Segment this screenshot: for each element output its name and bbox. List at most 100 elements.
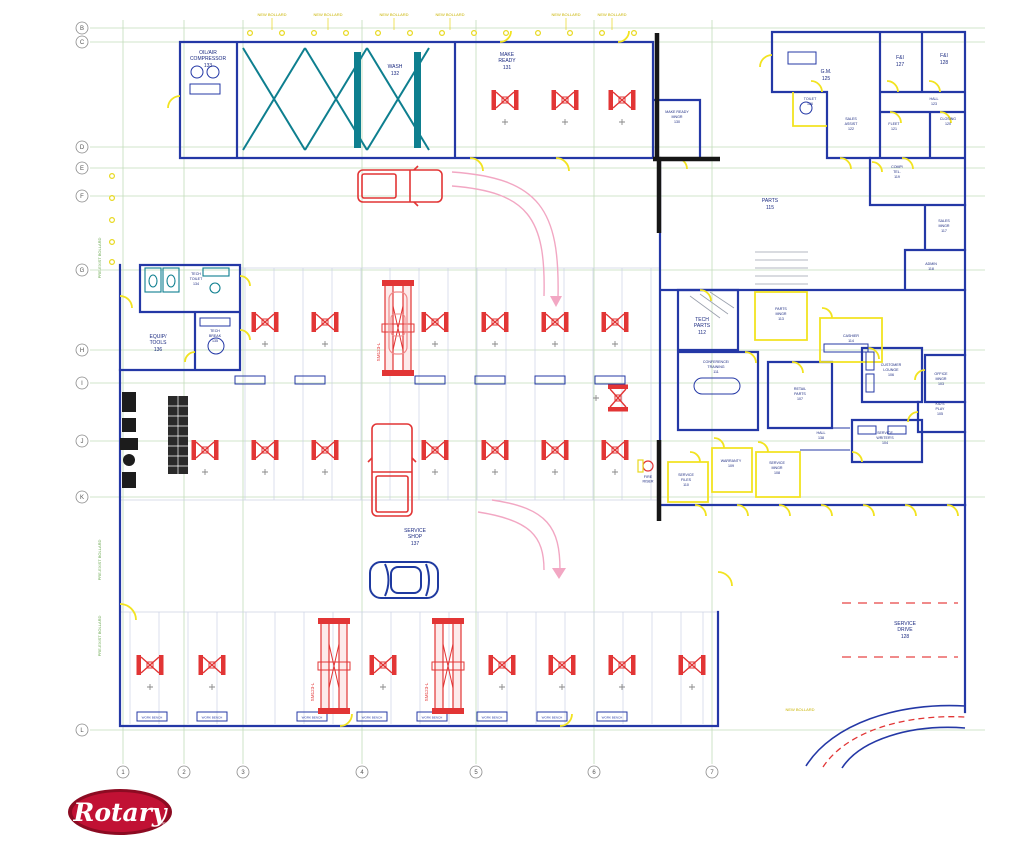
svg-text:NEW BOLLARD: NEW BOLLARD [257, 12, 286, 17]
four-post-lift [381, 279, 415, 377]
fixtures [120, 51, 907, 488]
room-label-gm: G.M.125 [821, 69, 832, 82]
svg-text:FIRE: FIRE [644, 475, 653, 479]
svg-text:TOILET: TOILET [190, 277, 203, 281]
svg-text:119: 119 [894, 175, 900, 179]
svg-text:NEW BOLLARD: NEW BOLLARD [785, 707, 814, 712]
svg-text:TEL.: TEL. [893, 170, 901, 174]
svg-text:TOILET: TOILET [804, 97, 817, 101]
svg-text:131: 131 [503, 65, 512, 71]
svg-text:115: 115 [766, 205, 774, 211]
svg-text:RISER: RISER [643, 480, 654, 484]
svg-text:105: 105 [937, 412, 943, 416]
service-drive-markings [805, 602, 966, 769]
svg-text:G: G [80, 268, 85, 274]
svg-text:PRE-EXIST BOLLARD: PRE-EXIST BOLLARD [97, 539, 102, 580]
four-post-lift [317, 617, 351, 715]
workbench-label: WORK BENCH [422, 716, 443, 720]
svg-text:SERVICE: SERVICE [678, 473, 694, 477]
svg-text:125: 125 [822, 76, 831, 82]
two-post-lift [420, 311, 450, 348]
workbenches: WORK BENCH WORK BENCH WORK BENCH WORK BE… [136, 375, 628, 722]
annotations: NEW BOLLARD NEW BOLLARD NEW BOLLARD NEW … [97, 12, 815, 712]
svg-text:114: 114 [848, 339, 854, 343]
svg-text:138: 138 [818, 436, 824, 440]
svg-text:PARTS: PARTS [762, 198, 779, 204]
two-post-lift [420, 439, 450, 476]
workbench-label: WORK BENCH [482, 716, 503, 720]
svg-text:MNGR: MNGR [776, 312, 787, 316]
svg-text:READY: READY [498, 58, 516, 64]
svg-text:B: B [80, 26, 84, 32]
svg-text:COMP/: COMP/ [891, 165, 903, 169]
svg-text:OFFICE: OFFICE [934, 372, 948, 376]
svg-text:6: 6 [592, 770, 596, 776]
svg-text:123: 123 [931, 102, 937, 106]
two-post-lift [197, 654, 227, 691]
two-post-lift [607, 654, 637, 691]
svg-text:CLOSING: CLOSING [940, 117, 956, 121]
svg-text:F&I: F&I [896, 55, 904, 61]
svg-text:G.M.: G.M. [821, 69, 832, 75]
workbench-label: WORK BENCH [202, 716, 223, 720]
svg-text:PARTS: PARTS [694, 323, 711, 329]
svg-text:ASSIST: ASSIST [845, 122, 859, 126]
registered-mark: ® [162, 822, 167, 829]
svg-text:NEW BOLLARD: NEW BOLLARD [597, 12, 626, 17]
svg-text:DRIVE: DRIVE [897, 627, 913, 633]
svg-text:MAKE READY: MAKE READY [665, 110, 689, 114]
vehicle-lifts: SM123-L SM123-L SM123-L [135, 89, 707, 715]
svg-text:FILES: FILES [681, 478, 692, 482]
two-post-lift [135, 654, 165, 691]
workbench-label: WORK BENCH [602, 716, 623, 720]
svg-text:MNGR: MNGR [672, 115, 683, 119]
brand-name: Rotary [73, 798, 168, 827]
svg-text:118: 118 [928, 267, 934, 271]
svg-text:RETAIL: RETAIL [794, 387, 806, 391]
svg-text:CASHIER: CASHIER [843, 334, 859, 338]
svg-text:WARRANTY: WARRANTY [721, 459, 742, 463]
svg-text:PARTS: PARTS [794, 392, 806, 396]
svg-text:PLAY: PLAY [936, 407, 946, 411]
svg-text:134: 134 [193, 282, 199, 286]
svg-text:PARTS: PARTS [775, 307, 787, 311]
svg-text:FLEET: FLEET [888, 122, 900, 126]
svg-text:SERVICE: SERVICE [769, 461, 785, 465]
svg-text:EQUIP/: EQUIP/ [150, 334, 168, 340]
svg-text:126: 126 [807, 102, 813, 106]
two-post-lift [547, 654, 577, 691]
svg-text:113: 113 [778, 317, 784, 321]
svg-text:110: 110 [683, 483, 689, 487]
arrow-head-icon [550, 296, 562, 307]
svg-text:K: K [80, 495, 84, 501]
svg-text:I: I [81, 381, 83, 387]
room-label-comp-tel: COMP/TEL.119 [891, 165, 903, 179]
two-post-lift [310, 439, 340, 476]
two-post-lift [480, 439, 510, 476]
svg-text:3: 3 [241, 770, 245, 776]
svg-text:NEW BOLLARD: NEW BOLLARD [379, 12, 408, 17]
arrow-head-icon [552, 568, 566, 579]
svg-text:1: 1 [121, 770, 125, 776]
svg-text:104: 104 [882, 441, 888, 445]
svg-text:121: 121 [891, 127, 897, 131]
drive-path-arrows [451, 171, 566, 579]
rotary-logo: Rotary ® [68, 789, 172, 835]
two-post-lift [490, 89, 520, 126]
two-post-lift [368, 654, 398, 691]
